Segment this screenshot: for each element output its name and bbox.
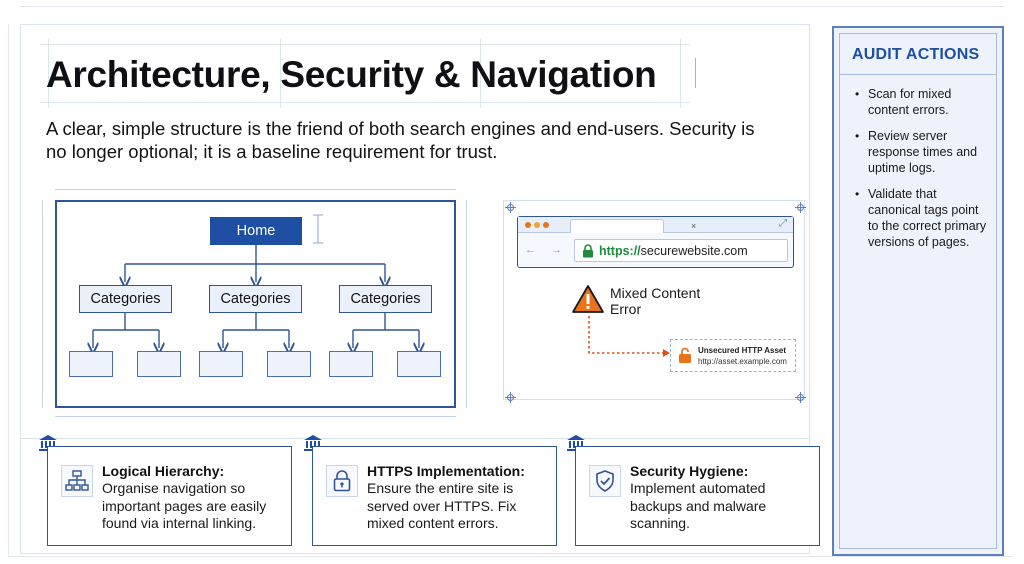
audit-action-item: Review server response times and uptime … (852, 128, 988, 176)
logical-hierarchy-card: Logical Hierarchy: Organise navigation s… (47, 446, 292, 546)
security-hygiene-card: Security Hygiene: Implement automated ba… (575, 446, 820, 546)
sitemap-icon (65, 470, 89, 491)
card-title: Security Hygiene: (630, 463, 749, 479)
dimension-line (42, 200, 43, 408)
url-scheme: https:// (599, 244, 641, 258)
hierarchy-page-node (69, 351, 113, 377)
error-connector-arrow (588, 316, 670, 357)
browser-window: × ⤢ ← → C https://securewebsite.com (517, 216, 794, 268)
card-guide-line (20, 438, 810, 439)
site-hierarchy-diagram: Home Categories Categories Categories (55, 200, 456, 408)
unlocked-icon (679, 347, 691, 363)
hierarchy-page-node (267, 351, 311, 377)
browser-address-bar: https://securewebsite.com (574, 239, 788, 262)
hierarchy-page-node (137, 351, 181, 377)
audit-actions-header (839, 33, 997, 75)
dimension-line (55, 416, 456, 417)
security-diagram-frame (503, 200, 805, 400)
audit-actions-inner-frame (839, 33, 997, 549)
hierarchy-connectors (57, 245, 458, 410)
audit-actions-list: Scan for mixed content errors. Review se… (852, 86, 988, 260)
frame-guide-left (8, 24, 9, 556)
browser-nav-icons: ← → C (525, 244, 592, 256)
window-maximize-dot (543, 222, 549, 228)
frame-guide-top (20, 6, 1004, 7)
card-title: HTTPS Implementation: (367, 463, 525, 479)
asset-title: Unsecured HTTP Asset (698, 346, 787, 355)
mixed-content-error-label: Mixed Content Error (610, 285, 701, 317)
browser-tab-bar: × ⤢ (518, 217, 793, 233)
page-subtitle: A clear, simple structure is the friend … (46, 118, 755, 162)
tab-close-icon: × (691, 221, 697, 231)
lock-icon (333, 470, 351, 492)
expand-icon: ⤢ (779, 218, 787, 229)
hierarchy-category-node: Categories (79, 285, 172, 313)
page-title: Architecture, Security & Navigation (46, 54, 657, 95)
crosshair-icon (795, 392, 806, 403)
hierarchy-page-node (329, 351, 373, 377)
card-body: Ensure the entire site is served over HT… (367, 480, 517, 531)
card-title: Logical Hierarchy: (102, 463, 225, 479)
browser-tab: × (570, 219, 696, 233)
window-close-dot (525, 222, 531, 228)
frame-guide-bottom (8, 556, 1013, 557)
hierarchy-page-node (199, 351, 243, 377)
hierarchy-category-node: Categories (209, 285, 302, 313)
title-guides (40, 38, 696, 108)
audit-action-item: Validate that canonical tags point to th… (852, 186, 988, 250)
window-minimize-dot (534, 222, 540, 228)
unsecured-asset-box: Unsecured HTTP Asset http://asset.exampl… (670, 339, 796, 372)
warning-icon (572, 285, 604, 313)
url-host: securewebsite.com (640, 244, 748, 258)
dimension-line (55, 189, 456, 190)
audit-action-item: Scan for mixed content errors. (852, 86, 988, 118)
hierarchy-home-node: Home (210, 217, 302, 245)
content-frame (20, 24, 810, 554)
crosshair-icon (795, 202, 806, 213)
crosshair-icon (505, 392, 516, 403)
hierarchy-page-node (397, 351, 441, 377)
shield-check-icon (596, 470, 614, 492)
audit-actions-title: AUDIT ACTIONS (852, 46, 980, 63)
dimension-line (466, 200, 467, 408)
asset-url: http://asset.example.com (698, 357, 787, 366)
crosshair-icon (505, 202, 516, 213)
card-body: Organise navigation so important pages a… (102, 480, 267, 531)
dimension-bracket (313, 214, 323, 244)
card-body: Implement automated backups and malware … (630, 480, 767, 531)
hierarchy-category-node: Categories (339, 285, 432, 313)
lock-icon (583, 244, 593, 258)
https-implementation-card: HTTPS Implementation: Ensure the entire … (312, 446, 557, 546)
